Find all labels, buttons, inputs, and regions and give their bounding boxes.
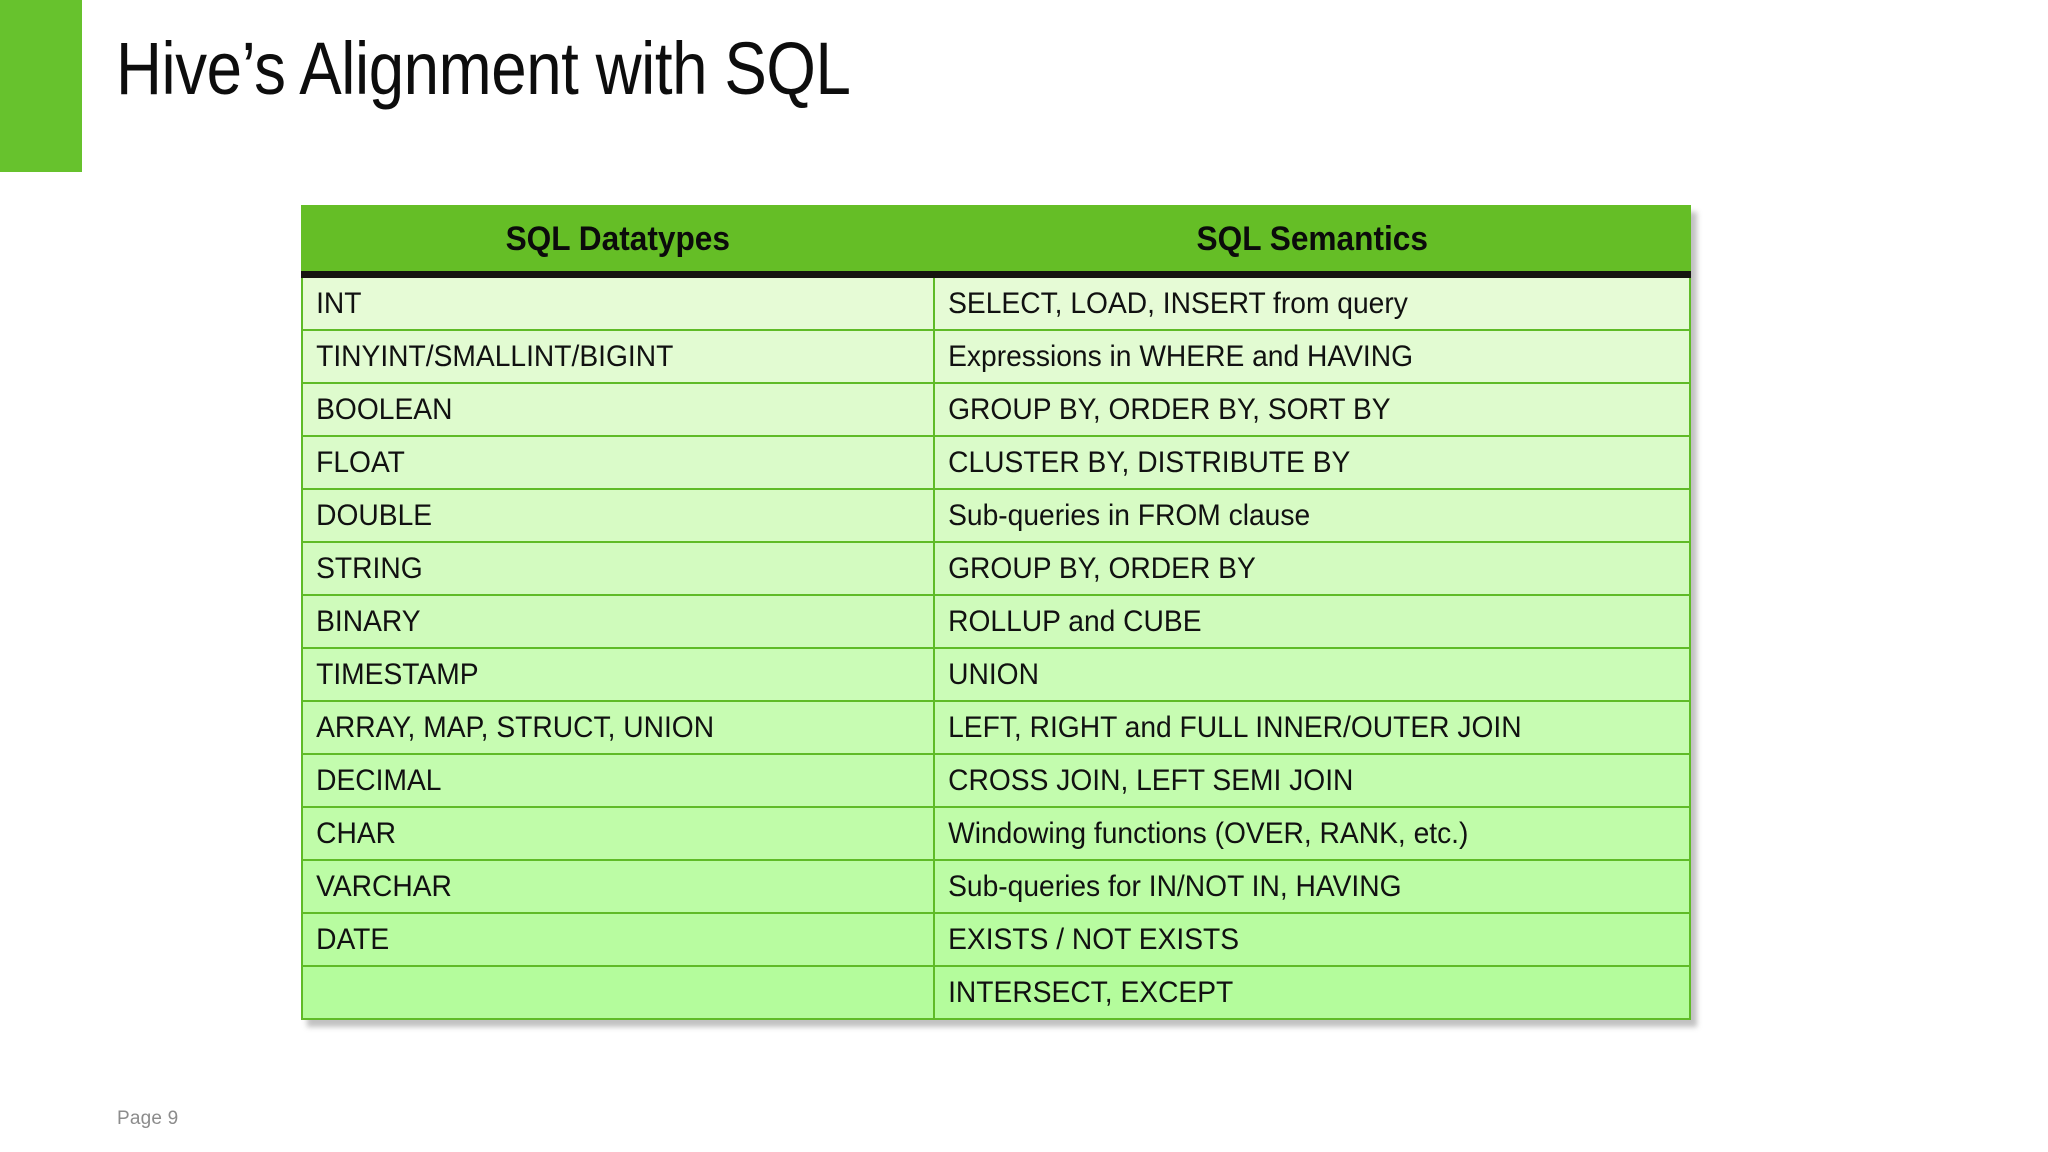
cell-sql-semantic: Sub-queries in FROM clause xyxy=(932,488,1646,543)
page-number-label: Page 9 xyxy=(117,1108,179,1129)
cell-sql-datatype: ARRAY, MAP, STRUCT, UNION xyxy=(301,700,897,755)
cell-sql-semantic: GROUP BY, ORDER BY xyxy=(932,541,1646,596)
table-row: BINARY ROLLUP and CUBE xyxy=(301,594,1690,649)
table-row: VARCHAR Sub-queries for IN/NOT IN, HAVING xyxy=(301,859,1690,914)
table-row: STRING GROUP BY, ORDER BY xyxy=(301,541,1690,596)
table-row: DATE EXISTS / NOT EXISTS xyxy=(301,912,1690,967)
cell-sql-semantic: Windowing functions (OVER, RANK, etc.) xyxy=(932,806,1646,861)
cell-sql-datatype: TINYINT/SMALLINT/BIGINT xyxy=(301,329,897,384)
cell-sql-datatype: VARCHAR xyxy=(301,859,897,914)
cell-sql-datatype: BOOLEAN xyxy=(301,382,897,437)
table-row: BOOLEAN GROUP BY, ORDER BY, SORT BY xyxy=(301,382,1690,437)
table-row: CHAR Windowing functions (OVER, RANK, etc… xyxy=(301,806,1690,861)
table-row: DECIMAL CROSS JOIN, LEFT SEMI JOIN xyxy=(301,753,1690,808)
cell-sql-semantic: Expressions in WHERE and HAVING xyxy=(932,329,1646,384)
table-row: DOUBLE Sub-queries in FROM clause xyxy=(301,488,1690,543)
cell-sql-datatype: TIMESTAMP xyxy=(301,647,897,702)
table-row: ARRAY, MAP, STRUCT, UNION LEFT, RIGHT and… xyxy=(301,700,1690,755)
cell-sql-datatype: CHAR xyxy=(301,806,897,861)
page-title: Hive’s Alignment with SQL xyxy=(116,27,851,110)
cell-sql-semantic: LEFT, RIGHT and FULL INNER/OUTER JOIN xyxy=(932,700,1646,755)
cell-sql-semantic: ROLLUP and CUBE xyxy=(932,594,1646,649)
cell-sql-semantic: INTERSECT, EXCEPT xyxy=(932,965,1646,1020)
table-header: SQL Datatypes SQL Semantics xyxy=(302,205,1690,278)
cell-sql-datatype: BINARY xyxy=(301,594,897,649)
cell-sql-semantic: UNION xyxy=(932,647,1646,702)
sql-comparison-table-container: SQL Datatypes SQL Semantics INT SELECT, L… xyxy=(301,205,1691,1020)
cell-sql-semantic: CLUSTER BY, DISTRIBUTE BY xyxy=(932,435,1646,490)
cell-sql-datatype: FLOAT xyxy=(301,435,897,490)
table-header-row: SQL Datatypes SQL Semantics xyxy=(302,205,1690,278)
cell-sql-datatype: STRING xyxy=(301,541,897,596)
cell-sql-semantic: GROUP BY, ORDER BY, SORT BY xyxy=(932,382,1646,437)
table-row: INT SELECT, LOAD, INSERT from query xyxy=(301,273,1690,331)
cell-sql-semantic: SELECT, LOAD, INSERT from query xyxy=(932,273,1646,331)
cell-sql-semantic: EXISTS / NOT EXISTS xyxy=(932,912,1646,967)
cell-sql-datatype: DOUBLE xyxy=(301,488,897,543)
green-accent-bar xyxy=(0,0,82,172)
table-row: FLOAT CLUSTER BY, DISTRIBUTE BY xyxy=(301,435,1690,490)
cell-sql-semantic: CROSS JOIN, LEFT SEMI JOIN xyxy=(932,753,1646,808)
sql-comparison-table: SQL Datatypes SQL Semantics INT SELECT, L… xyxy=(301,205,1691,1020)
column-header-sql-datatypes: SQL Datatypes xyxy=(323,205,913,278)
cell-sql-datatype: INT xyxy=(301,273,897,331)
cell-sql-datatype xyxy=(301,965,897,1020)
table-row: TIMESTAMP UNION xyxy=(301,647,1690,702)
table-row: TINYINT/SMALLINT/BIGINT Expressions in WH… xyxy=(301,329,1690,384)
table-row: INTERSECT, EXCEPT xyxy=(301,965,1690,1020)
column-header-sql-semantics: SQL Semantics xyxy=(959,205,1665,278)
cell-sql-semantic: Sub-queries for IN/NOT IN, HAVING xyxy=(932,859,1646,914)
cell-sql-datatype: DATE xyxy=(301,912,897,967)
cell-sql-datatype: DECIMAL xyxy=(301,753,897,808)
